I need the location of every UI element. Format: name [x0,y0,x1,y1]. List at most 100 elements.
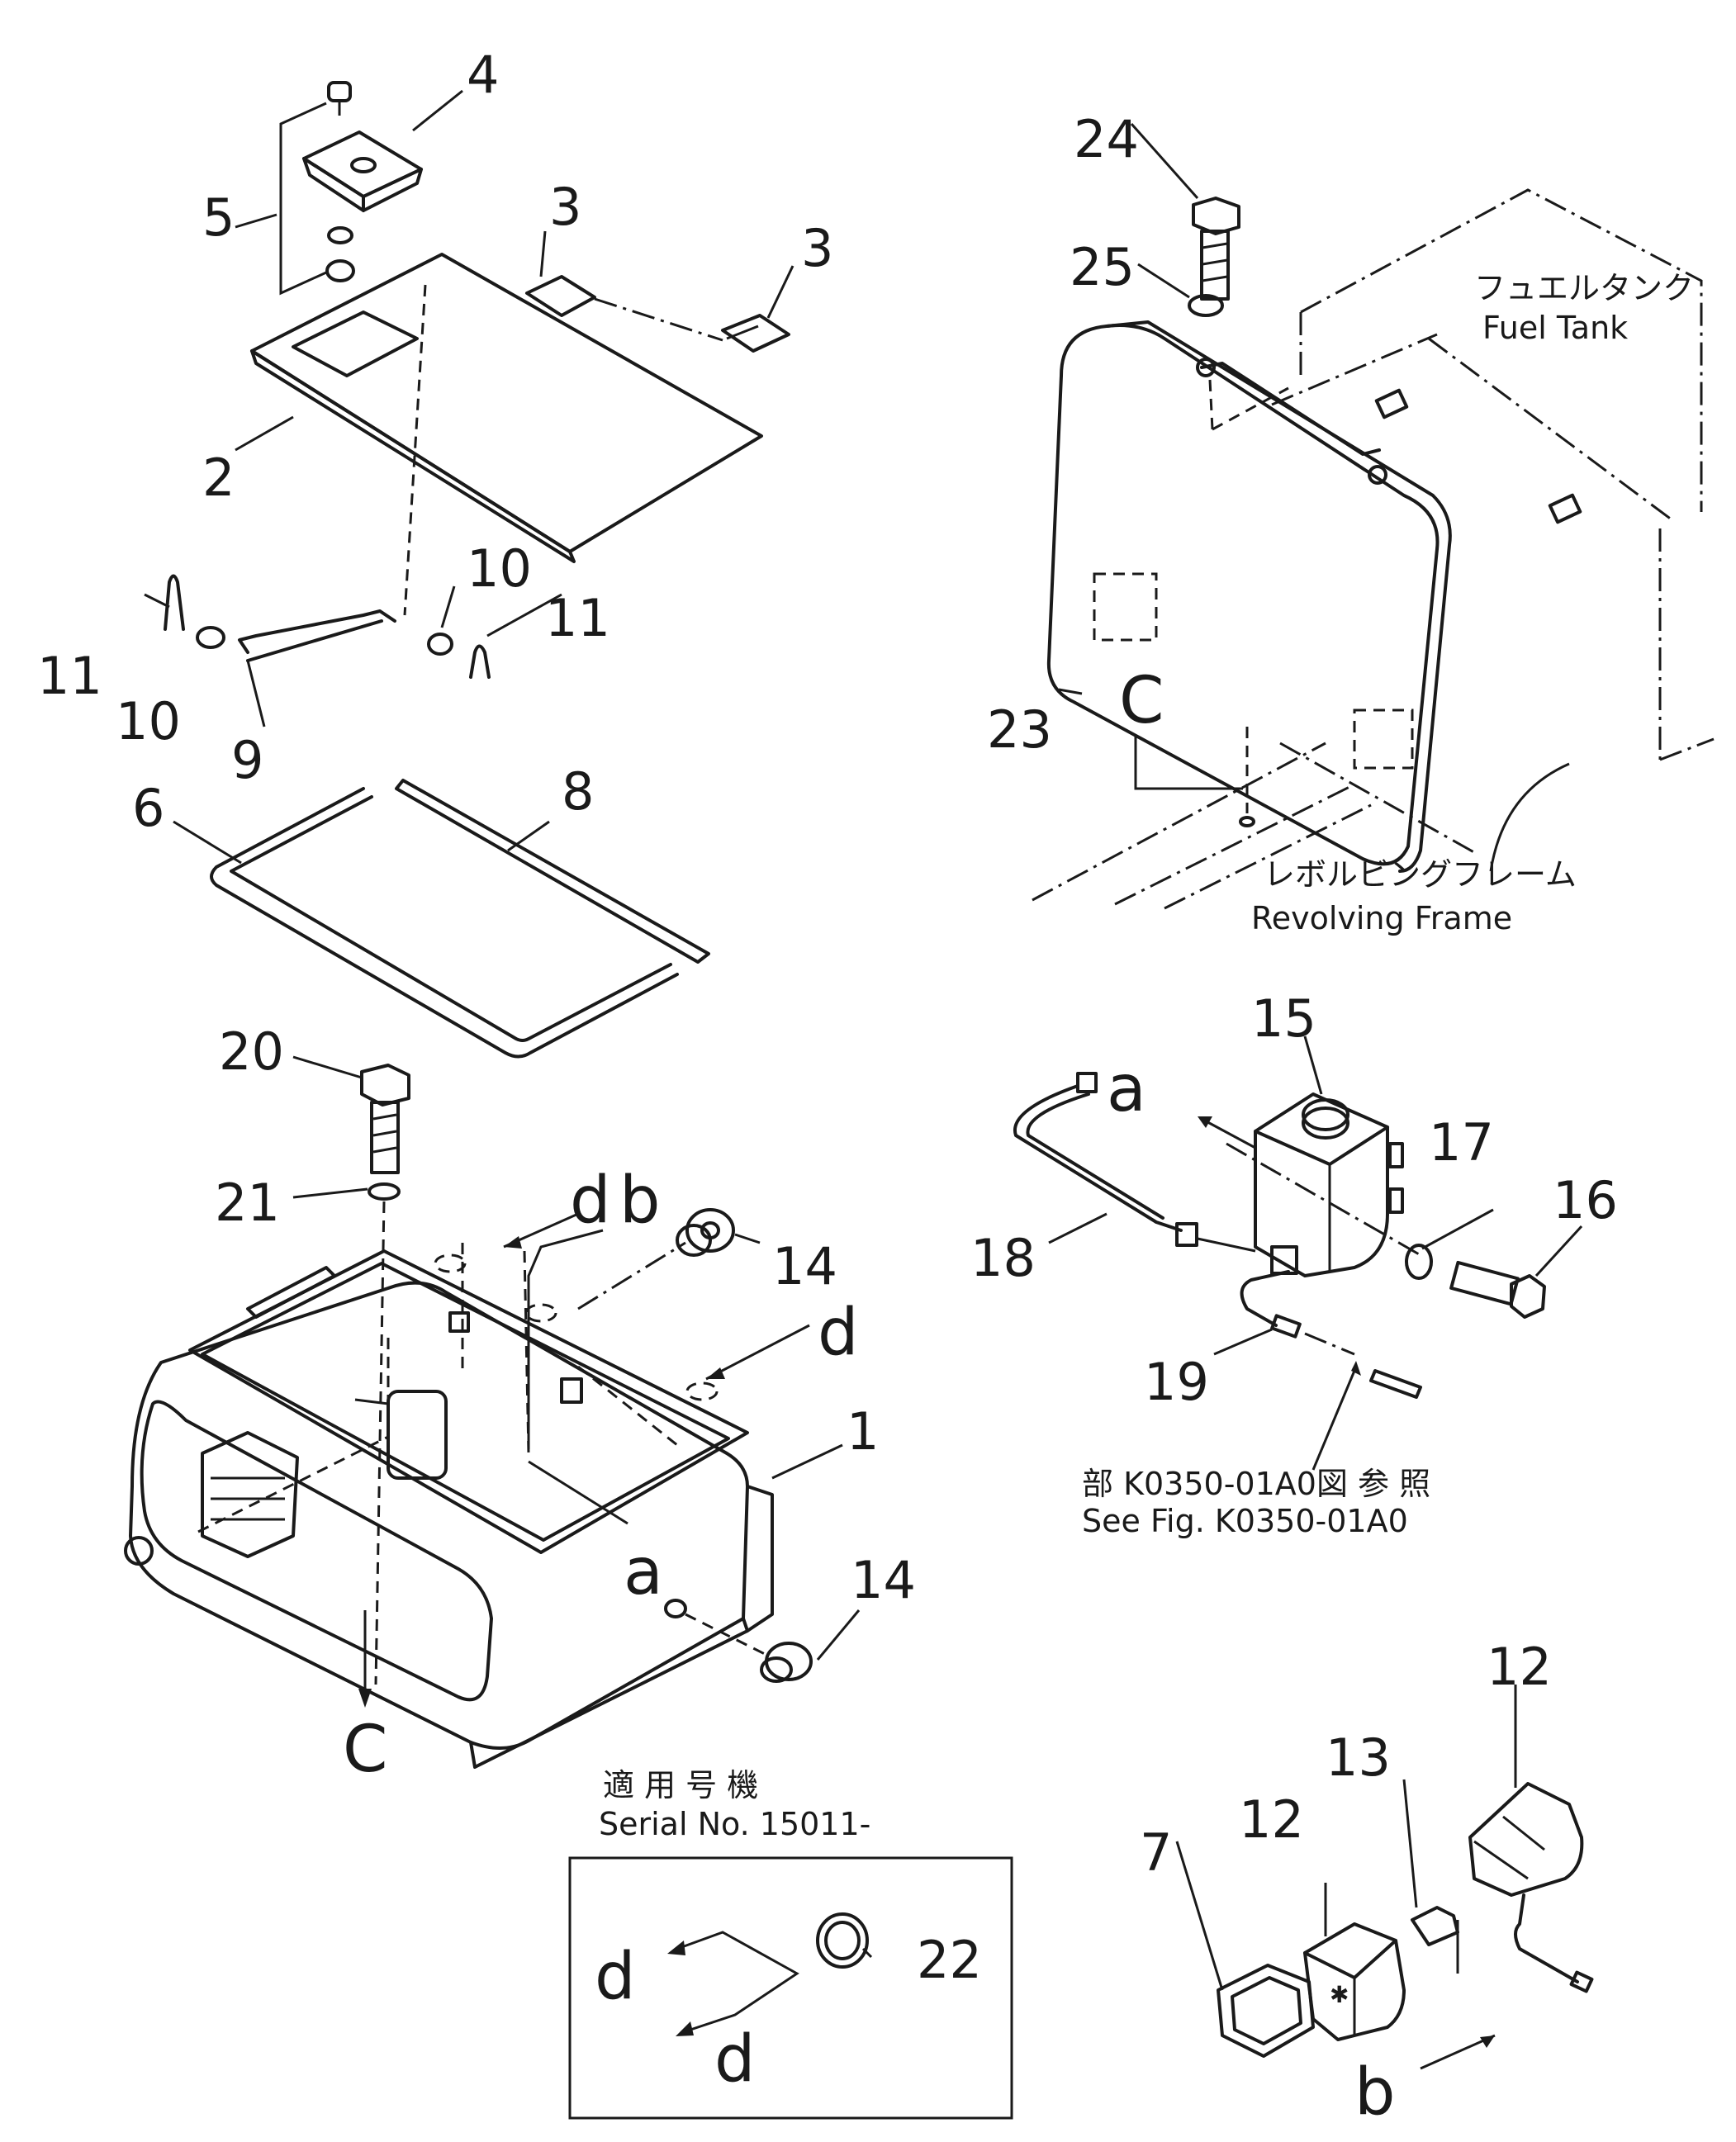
hinge-axis-line [594,297,723,342]
support-rod [238,609,396,654]
inner-slot [246,1266,336,1319]
pin-right [469,644,491,679]
washer-17 [1405,1244,1433,1280]
revolving-frame-en: Revolving Frame [1251,900,1512,936]
letter-d-right: d [818,1296,859,1370]
tank-drain-1 [1093,572,1158,642]
box-front-panel [140,1400,493,1702]
box-side-right [746,1485,774,1633]
label-2: 2 [202,448,235,508]
pin-left [164,574,185,631]
inner-clip-1 [448,1311,470,1333]
see-fig-en: See Fig. K0350-01A0 [1082,1503,1408,1539]
see-fig-jp: 部 K0350-01A0図 参 照 [1082,1466,1430,1502]
bracket-5 [279,102,327,296]
cap-bolt [327,81,352,116]
label-15: 15 [1251,988,1316,1049]
letter-b-top: b [619,1163,661,1238]
inner-boss [354,1390,448,1480]
tank-body [1046,324,1440,866]
label-11a: 11 [545,588,610,648]
fuel-tank-23 [1046,320,1452,873]
inset-frame [568,1856,1013,2120]
label-20: 20 [219,1021,284,1082]
inner-clip-2 [560,1377,583,1404]
serial-jp: 適 用 号 機 [603,1767,758,1803]
seal-6-inner [230,795,672,1042]
label-22: 22 [917,1930,982,1990]
label-19: 19 [1144,1352,1209,1412]
box-outer [129,1281,749,1751]
label-4: 4 [467,45,499,105]
bolt-20 [360,1064,410,1174]
label-21: 21 [215,1173,280,1233]
seal-strips [210,779,710,1059]
label-6: 6 [132,778,164,838]
label-13: 13 [1326,1727,1391,1788]
label-16: 16 [1553,1170,1618,1230]
washer-right [427,633,453,656]
fuel-tank-jp: フュエルタンク [1474,270,1694,306]
letter-b-lamp: b [1354,2055,1396,2130]
annotation-texts: フュエルタンク Fuel Tank レボルビングフレーム Revolving F… [599,270,1694,1842]
letter-a-box: a [624,1535,663,1609]
tank-step [1200,362,1381,456]
cover-plate [250,253,763,553]
tank-drain-2 [1353,708,1414,770]
lamp-12-large [1468,1782,1594,1993]
label-3b: 3 [801,218,833,278]
tank-top-face [1105,320,1452,873]
label-14b: 14 [851,1550,916,1610]
label-17: 17 [1429,1112,1494,1173]
seal-8 [395,779,710,964]
tool-box [124,1212,810,1769]
center-line-box [374,1201,386,1685]
letter-c-box: C [343,1713,387,1787]
letter-labels: d b d a C C a b d d [343,664,1396,2130]
revolving-frame-jp: レボルビングフレーム [1264,856,1577,893]
part-number-labels: 4 3 5 3 2 10 11 11 10 9 6 8 20 21 14 1 1… [37,45,1618,1990]
box-lock-hole [124,1536,154,1566]
cap-nut [325,259,355,282]
hinge-tab [525,275,596,317]
fuel-tank-outline [1271,188,1715,761]
label-1: 1 [847,1401,879,1462]
label-24: 24 [1074,109,1139,169]
letter-c-tank: C [1119,664,1164,738]
letter-d-inset-1: d [595,1940,636,2014]
svg-text:✱: ✱ [1330,1981,1349,2008]
plug-hole [664,1599,687,1618]
box-handle [201,1431,299,1558]
cover-plate-edge [250,349,576,563]
seal-6 [210,787,679,1059]
washer-left [196,626,225,649]
lens-7 [1217,1964,1315,2058]
plug-14-bottom [760,1642,813,1683]
label-25: 25 [1070,237,1135,297]
label-10b: 10 [116,691,181,751]
cover-window [292,310,419,377]
label-3a: 3 [549,177,581,237]
cap-washer [327,226,353,244]
label-18: 18 [970,1228,1036,1288]
bolt-24 [1192,197,1240,301]
label-7: 7 [1140,1822,1172,1883]
serial-en: Serial No. 15011- [599,1806,870,1842]
bolt-16 [1449,1260,1546,1319]
label-8: 8 [562,761,594,822]
label-12b: 12 [1239,1789,1304,1850]
label-23: 23 [987,699,1052,760]
label-12a: 12 [1487,1637,1552,1697]
support-rod-2 [246,619,383,662]
washer-21 [368,1182,401,1201]
serial-inset [568,1856,1013,2120]
fuel-tank-en: Fuel Tank [1482,310,1628,346]
lamp-12-small: ✱ [1303,1922,1406,2041]
label-9: 9 [231,730,263,790]
support-rod-assembly [164,574,491,679]
letter-a-reservoir: a [1107,1052,1146,1126]
pipe-19 [1240,1270,1302,1339]
label-5: 5 [202,187,235,248]
center-line-cover [403,284,427,616]
